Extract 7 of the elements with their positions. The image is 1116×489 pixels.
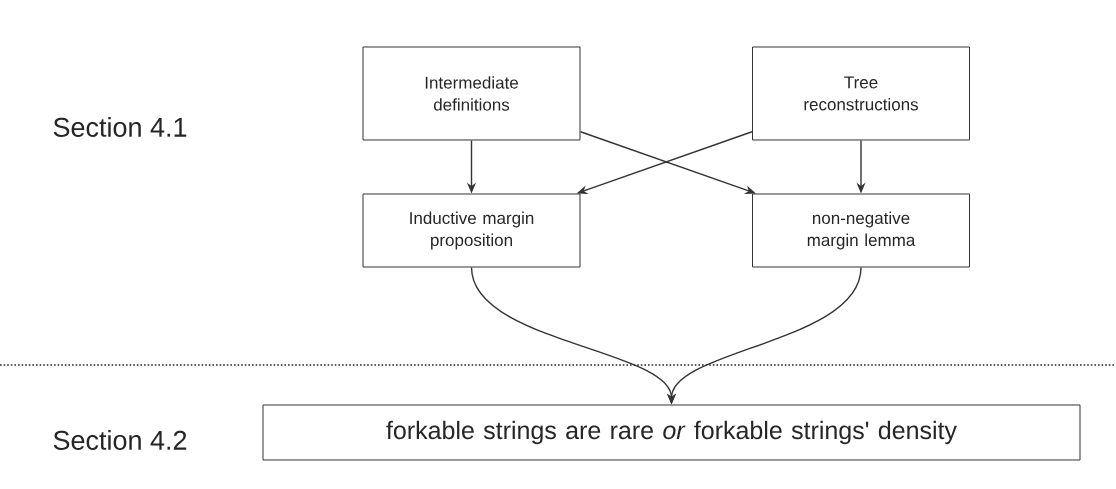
statement-box: forkable strings are rare or forkable strings' density — [262, 404, 1081, 461]
section-label: Section 4.1 — [53, 117, 187, 137]
statement-box: Intermediate definitions — [362, 46, 581, 141]
statement-box: Inductive margin proposition — [362, 193, 581, 268]
statement-box: Tree reconstructions — [752, 46, 970, 141]
statement-box: non-negative margin lemma — [752, 193, 970, 268]
section-label: Section 4.2 — [53, 430, 187, 450]
